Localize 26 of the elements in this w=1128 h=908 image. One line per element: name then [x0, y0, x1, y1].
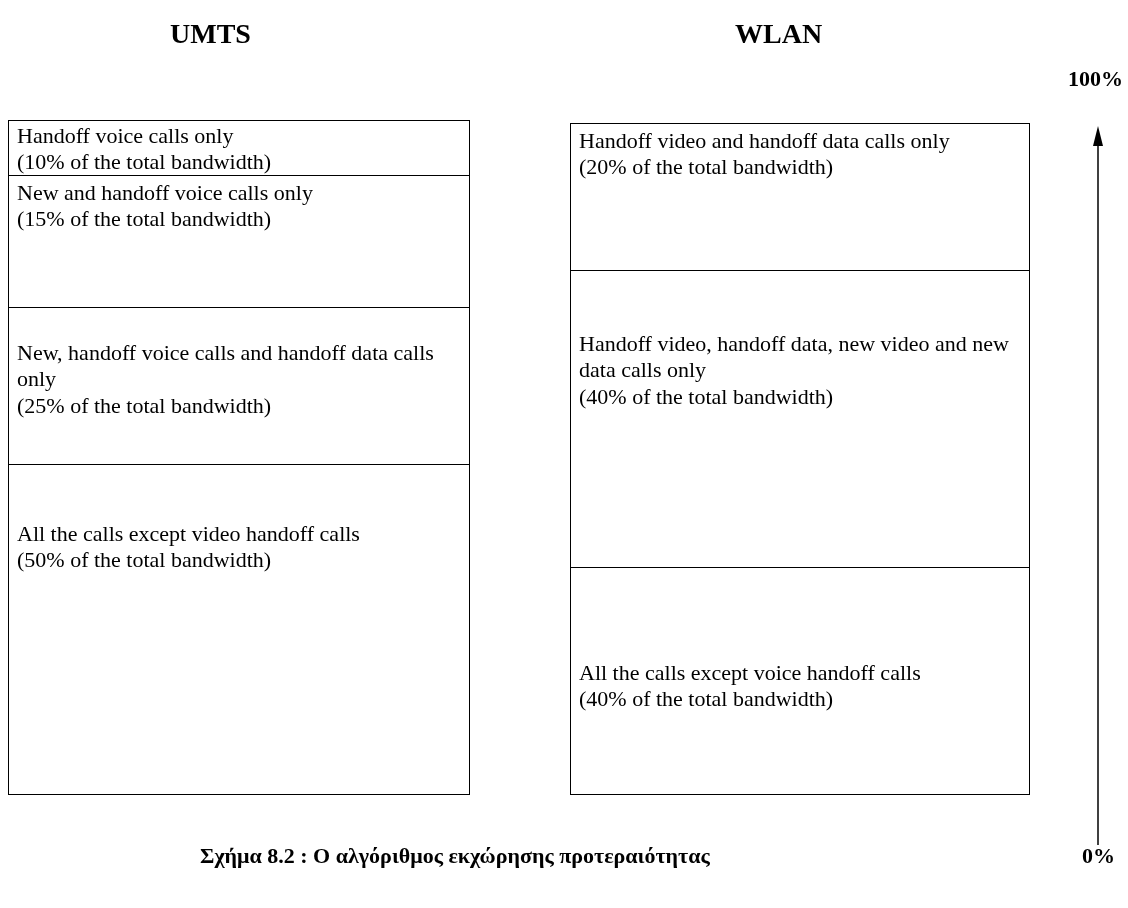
region-box [8, 175, 470, 308]
bandwidth-share-label: (25% of the total bandwidth) [17, 392, 273, 420]
column-heading: WLAN [735, 18, 823, 50]
bandwidth-share-label: (50% of the total bandwidth) [17, 547, 273, 574]
region-label: Handoff video, handoff data, new video and new data calls only [579, 331, 1010, 384]
region-box [570, 123, 1030, 271]
bandwidth-share-label: (20% of the total bandwidth) [579, 154, 835, 181]
region-box [570, 270, 1030, 568]
region-label: Handoff voice calls only [17, 123, 235, 150]
scale-label: 0% [1082, 843, 1115, 869]
bandwidth-share-label: (40% of the total bandwidth) [579, 383, 835, 411]
region-box [8, 307, 470, 465]
region-label: All the calls except video handoff calls [17, 521, 361, 548]
bandwidth-share-label: (10% of the total bandwidth) [17, 149, 273, 176]
bandwidth-share-label: (40% of the total bandwidth) [579, 686, 835, 713]
column-heading: UMTS [170, 18, 251, 50]
region-box [8, 120, 470, 176]
region-label: New, handoff voice calls and handoff data calls only [17, 340, 435, 393]
figure-caption: Σχήμα 8.2 : Ο αλγόριθμος εκχώρησης προτεραιότητας [200, 843, 710, 869]
region-box [570, 567, 1030, 795]
bandwidth-share-label: (15% of the total bandwidth) [17, 206, 273, 233]
region-label: Handoff video and handoff data calls only [579, 128, 951, 155]
scale-label: 100% [1068, 66, 1123, 92]
region-label: New and handoff voice calls only [17, 180, 314, 207]
region-label: All the calls except voice handoff calls [579, 660, 922, 687]
region-box [8, 464, 470, 795]
